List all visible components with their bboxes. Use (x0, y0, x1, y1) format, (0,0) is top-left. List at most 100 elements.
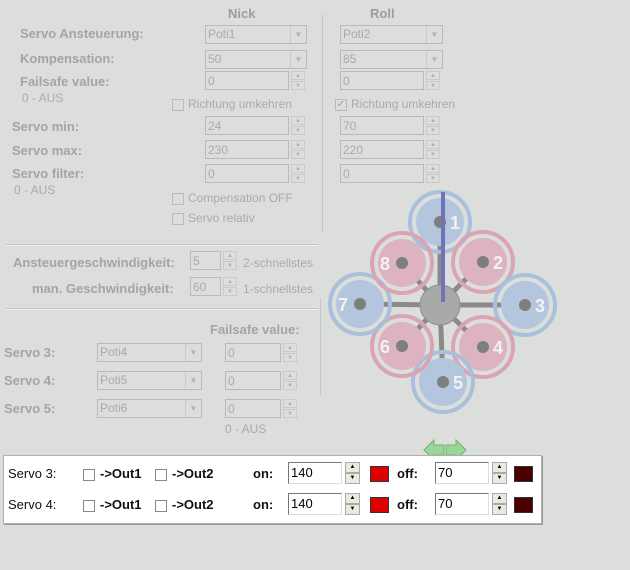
value[interactable]: 0 (340, 164, 424, 183)
spin-up[interactable]: ▲ (291, 140, 305, 149)
value[interactable]: 70 (435, 493, 489, 515)
spin-down[interactable]: ▼ (283, 409, 297, 418)
spin-up[interactable]: ▲ (345, 462, 360, 473)
spin-down[interactable]: ▼ (426, 81, 440, 90)
servo4-failsafe-spin[interactable]: 0▲▼ (225, 371, 299, 390)
spin-down[interactable]: ▼ (291, 126, 305, 135)
value[interactable]: 0 (340, 71, 424, 90)
spin-up[interactable]: ▲ (345, 493, 360, 504)
spin-down[interactable]: ▼ (291, 174, 305, 183)
off-color-swatch[interactable] (514, 466, 533, 482)
on-color-swatch[interactable] (370, 466, 389, 482)
value[interactable]: 24 (205, 116, 289, 135)
roll-kompensation-select[interactable]: 85▼ (340, 50, 443, 69)
value: Poti2 (343, 27, 371, 41)
off-color-swatch[interactable] (514, 497, 533, 513)
man-geschwindigkeit-spin[interactable]: 60▲▼ (190, 277, 238, 296)
out1-checkbox[interactable] (83, 500, 95, 512)
nick-max-spin[interactable]: 230▲▼ (205, 140, 305, 159)
servo-output-panel (3, 455, 542, 524)
motor-number: 5 (453, 373, 463, 393)
roll-ansteuerung-select[interactable]: Poti2▼ (340, 25, 443, 44)
roll-min-spin[interactable]: 70▲▼ (340, 116, 440, 135)
motor-number: 6 (380, 337, 390, 357)
spin-up[interactable]: ▲ (223, 277, 237, 286)
value[interactable]: 0 (205, 164, 289, 183)
value[interactable]: 230 (205, 140, 289, 159)
value: Poti1 (208, 27, 236, 41)
on-color-swatch[interactable] (370, 497, 389, 513)
value[interactable]: 70 (435, 462, 489, 484)
spin-up[interactable]: ▲ (291, 116, 305, 125)
value[interactable]: 0 (225, 371, 281, 390)
value[interactable]: 60 (190, 277, 221, 296)
motor-number: 4 (493, 338, 503, 358)
spin-up[interactable]: ▲ (291, 71, 305, 80)
spin-up[interactable]: ▲ (223, 251, 237, 260)
compensation-off-checkbox[interactable] (172, 193, 184, 205)
spin-up[interactable]: ▲ (426, 164, 440, 173)
value[interactable]: 140 (288, 462, 342, 484)
value[interactable]: 0 (225, 399, 281, 418)
motor-number: 3 (535, 296, 545, 316)
spin-up[interactable]: ▲ (426, 71, 440, 80)
spin-up[interactable]: ▲ (426, 116, 440, 125)
spin-down[interactable]: ▼ (223, 261, 237, 270)
spin-down[interactable]: ▼ (291, 150, 305, 159)
separator (5, 244, 318, 246)
servo-ansteuerung-label: Servo Ansteuerung: (20, 26, 144, 41)
spin-down[interactable]: ▼ (426, 126, 440, 135)
value[interactable]: 0 (225, 343, 281, 362)
failsafe-header: Failsafe value: (210, 322, 300, 337)
chevron-down-icon: ▼ (185, 372, 201, 389)
value: 85 (343, 52, 357, 66)
spin-up[interactable]: ▲ (283, 343, 297, 352)
spin-down[interactable]: ▼ (426, 174, 440, 183)
aus-hint: 0 - AUS (14, 183, 56, 197)
spin-up[interactable]: ▲ (283, 371, 297, 380)
nick-min-spin[interactable]: 24▲▼ (205, 116, 305, 135)
spin-down[interactable]: ▼ (345, 473, 360, 484)
value[interactable]: 220 (340, 140, 424, 159)
out1-label: ->Out1 (100, 466, 142, 481)
ansteuergeschwindigkeit-spin[interactable]: 5▲▼ (190, 251, 238, 270)
nick-kompensation-select[interactable]: 50▼ (205, 50, 307, 69)
nick-filter-spin[interactable]: 0▲▼ (205, 164, 305, 183)
spin-down[interactable]: ▼ (223, 287, 237, 296)
servo5-failsafe-spin[interactable]: 0▲▼ (225, 399, 299, 418)
spin-down[interactable]: ▼ (345, 504, 360, 515)
servo3-select[interactable]: Poti4▼ (97, 343, 202, 362)
roll-failsafe-spin[interactable]: 0▲▼ (340, 71, 440, 90)
spin-up[interactable]: ▲ (492, 493, 507, 504)
nick-richtung-checkbox[interactable] (172, 99, 184, 111)
nick-ansteuerung-select[interactable]: Poti1▼ (205, 25, 307, 44)
spin-down[interactable]: ▼ (492, 504, 507, 515)
servo4-select[interactable]: Poti5▼ (97, 371, 202, 390)
roll-filter-spin[interactable]: 0▲▼ (340, 164, 440, 183)
nick-failsafe-spin[interactable]: 0▲▼ (205, 71, 305, 90)
servo5-select[interactable]: Poti6▼ (97, 399, 202, 418)
spin-down[interactable]: ▼ (291, 81, 305, 90)
spin-up[interactable]: ▲ (426, 140, 440, 149)
out1-checkbox[interactable] (83, 469, 95, 481)
spin-down[interactable]: ▼ (426, 150, 440, 159)
out2-checkbox[interactable] (155, 469, 167, 481)
spin-down[interactable]: ▼ (492, 473, 507, 484)
value[interactable]: 0 (205, 71, 289, 90)
value[interactable]: 5 (190, 251, 221, 270)
out2-checkbox[interactable] (155, 500, 167, 512)
roll-max-spin[interactable]: 220▲▼ (340, 140, 440, 159)
spin-up[interactable]: ▲ (291, 164, 305, 173)
spin-up[interactable]: ▲ (283, 399, 297, 408)
value[interactable]: 70 (340, 116, 424, 135)
spin-down[interactable]: ▼ (283, 381, 297, 390)
roll-richtung-checkbox[interactable]: ✓ (335, 99, 347, 111)
servo3-failsafe-spin[interactable]: 0▲▼ (225, 343, 299, 362)
value[interactable]: 140 (288, 493, 342, 515)
servo-relativ-checkbox[interactable] (172, 213, 184, 225)
spin-up[interactable]: ▲ (492, 462, 507, 473)
spin-down[interactable]: ▼ (283, 353, 297, 362)
ansteuergeschwindigkeit-label: Ansteuergeschwindigkeit: (13, 255, 175, 270)
center-hub (419, 284, 461, 326)
motor-number: 8 (380, 254, 390, 274)
